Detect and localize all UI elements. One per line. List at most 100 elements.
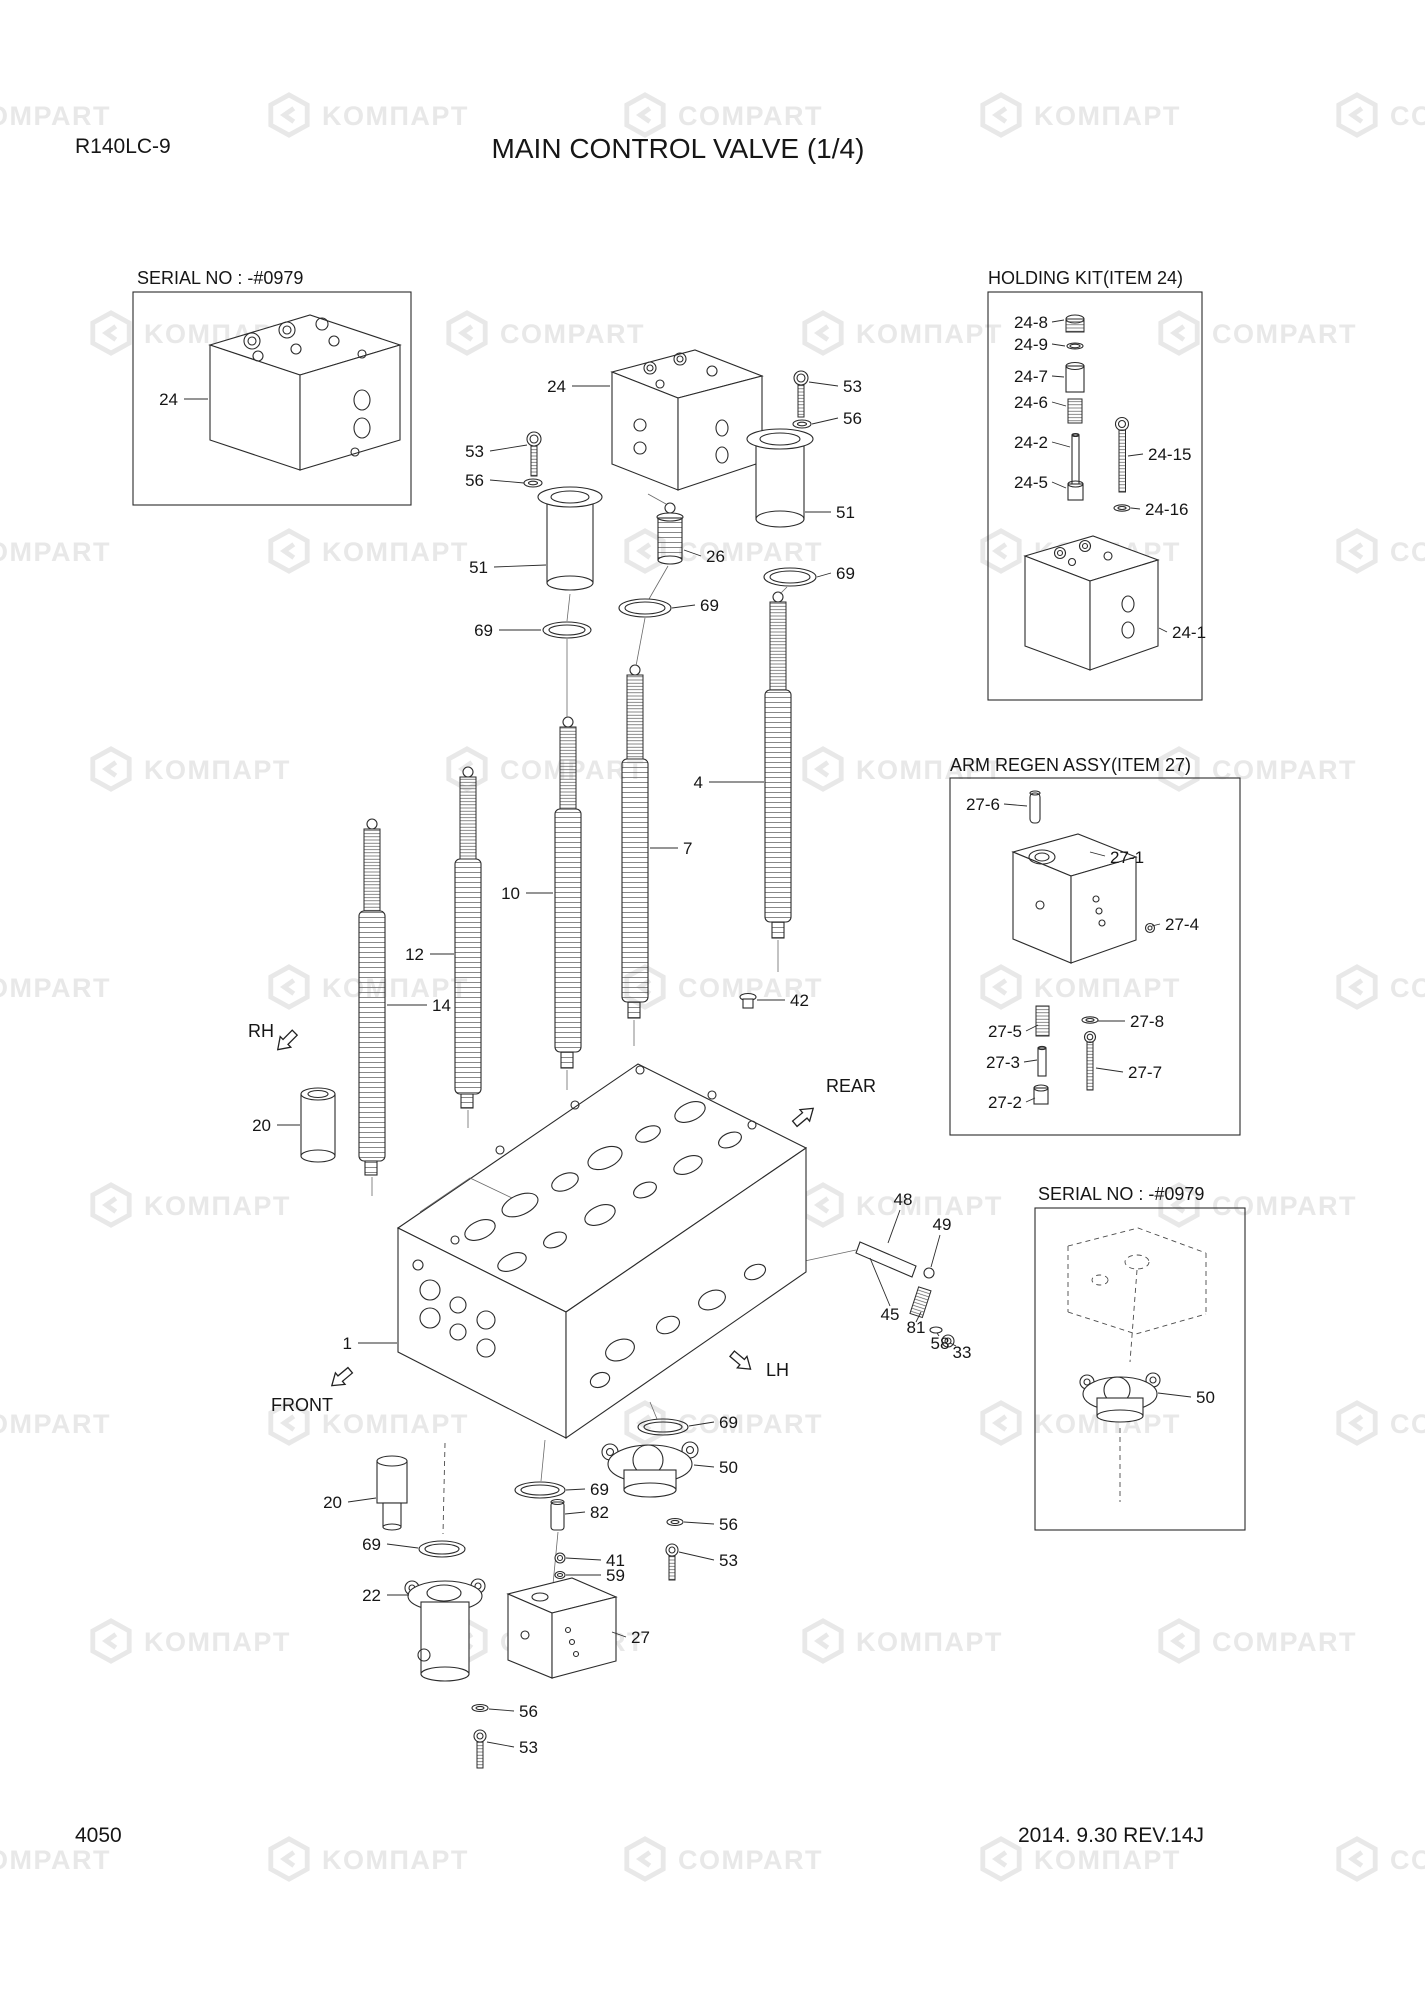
leader-line bbox=[1051, 375, 1065, 378]
o-ring-69-c bbox=[542, 621, 592, 639]
flange-22 bbox=[404, 1578, 486, 1682]
bolt-53-mid bbox=[665, 1543, 679, 1581]
watermark-text: KOMПAPT bbox=[856, 755, 1003, 785]
leader-line bbox=[1051, 343, 1066, 347]
part-label-24: 24 bbox=[547, 377, 566, 396]
rear-direction-arrow-icon bbox=[789, 1101, 819, 1131]
watermark-text: COMPART bbox=[0, 1845, 111, 1875]
part-label-50: 50 bbox=[1196, 1388, 1215, 1407]
watermark-hexagon-logo-icon bbox=[805, 1185, 841, 1225]
watermark-text: COMPART bbox=[500, 319, 645, 349]
leader-line bbox=[808, 381, 839, 387]
watermark-text: COMPART bbox=[678, 537, 823, 567]
part-label-56: 56 bbox=[843, 409, 862, 428]
cap-51-right bbox=[746, 428, 814, 528]
watermark-text: COMPART bbox=[1212, 1627, 1357, 1657]
part-label-27-7: 27-7 bbox=[1128, 1063, 1162, 1082]
model-code: R140LC-9 bbox=[75, 135, 171, 158]
valve-block-24-drawing bbox=[610, 349, 764, 491]
spool-7 bbox=[621, 664, 649, 1019]
inset-title: HOLDING KIT(ITEM 24) bbox=[988, 268, 1183, 288]
rh-direction-arrow-icon bbox=[271, 1026, 301, 1056]
regen-block-27 bbox=[506, 1577, 618, 1679]
watermark-hexagon-logo-icon bbox=[983, 1839, 1019, 1879]
leader-line bbox=[683, 1521, 715, 1525]
part-label-51: 51 bbox=[836, 503, 855, 522]
direction-label-front: FRONT bbox=[271, 1395, 333, 1415]
leader-line bbox=[1023, 1059, 1038, 1063]
watermark-hexagon-logo-icon bbox=[271, 967, 307, 1007]
watermark-hexagon-logo-icon bbox=[983, 95, 1019, 135]
watermark-hexagon-logo-icon bbox=[805, 1621, 841, 1661]
lh-direction-arrow-icon bbox=[726, 1347, 757, 1376]
leader-line bbox=[565, 1488, 586, 1491]
watermark-hexagon-logo-icon bbox=[983, 1403, 1019, 1443]
inset-arm-regen bbox=[949, 777, 1241, 1136]
o-ring-69-d bbox=[637, 1418, 689, 1436]
watermark-text: KOMПAPT bbox=[144, 755, 291, 785]
spool-12 bbox=[454, 766, 482, 1109]
watermark-text: KOMПAPT bbox=[856, 1191, 1003, 1221]
watermark-hexagon-logo-icon bbox=[1339, 1839, 1375, 1879]
watermark-hexagon-logo-icon bbox=[983, 967, 1019, 1007]
leader-line bbox=[1130, 507, 1141, 510]
watermark-text: KOMПAPT bbox=[322, 1845, 469, 1875]
part-label-50: 50 bbox=[719, 1458, 738, 1477]
part-label-51: 51 bbox=[469, 558, 488, 577]
watermark-text: KOMПAPT bbox=[1034, 1845, 1181, 1875]
watermark-hexagon-logo-icon bbox=[93, 1621, 129, 1661]
leader-line bbox=[678, 1551, 715, 1561]
watermark-hexagon-logo-icon bbox=[1161, 313, 1197, 353]
watermark-text: COMPART bbox=[0, 101, 111, 131]
leader-line bbox=[683, 549, 702, 557]
part-label-24-6: 24-6 bbox=[1014, 393, 1048, 412]
part-label-24-7: 24-7 bbox=[1014, 367, 1048, 386]
direction-label-rear: REAR bbox=[826, 1076, 876, 1096]
part-label-69: 69 bbox=[719, 1413, 738, 1432]
leader-line bbox=[936, 1332, 940, 1337]
leader-line bbox=[564, 1511, 586, 1515]
part-label-10: 10 bbox=[501, 884, 520, 903]
watermark-hexagon-logo-icon bbox=[1339, 1403, 1375, 1443]
part-label-24-5: 24-5 bbox=[1014, 473, 1048, 492]
watermark-hexagon-logo-icon bbox=[1339, 531, 1375, 571]
part-label-20: 20 bbox=[252, 1116, 271, 1135]
part-label-69: 69 bbox=[836, 564, 855, 583]
main-assembly-drawing bbox=[271, 349, 955, 1769]
phantom-block-outline bbox=[1067, 1227, 1207, 1502]
plug-42 bbox=[739, 992, 757, 1009]
part-label-24-8: 24-8 bbox=[1014, 313, 1048, 332]
leader-line bbox=[887, 1209, 901, 1244]
revision-date: 2014. 9.30 REV.14J bbox=[1018, 1824, 1204, 1847]
main-valve-body bbox=[396, 1063, 808, 1440]
bolt-53-left bbox=[526, 431, 542, 477]
leader-line bbox=[816, 572, 832, 578]
leader-line bbox=[869, 1257, 891, 1307]
watermark-hexagon-logo-icon bbox=[271, 1839, 307, 1879]
spool-10 bbox=[554, 716, 582, 1069]
part-label-24-9: 24-9 bbox=[1014, 335, 1048, 354]
part-label-53: 53 bbox=[519, 1738, 538, 1757]
leader-line bbox=[1051, 401, 1067, 407]
part-label-27-8: 27-8 bbox=[1130, 1012, 1164, 1031]
leader-line bbox=[1089, 851, 1106, 857]
watermark-hexagon-logo-icon bbox=[1339, 95, 1375, 135]
part-label-27-2: 27-2 bbox=[988, 1093, 1022, 1112]
watermark-hexagon-logo-icon bbox=[93, 313, 129, 353]
part-label-20: 20 bbox=[323, 1493, 342, 1512]
leader-line bbox=[565, 1557, 602, 1561]
watermark-text: COMPART bbox=[1390, 1409, 1425, 1439]
watermark-hexagon-logo-icon bbox=[93, 1185, 129, 1225]
leader-line bbox=[488, 1708, 515, 1712]
page-number: 4050 bbox=[75, 1824, 122, 1847]
watermark-text: KOMПAPT bbox=[1034, 973, 1181, 1003]
plug-20-upper bbox=[300, 1087, 336, 1163]
leader-line bbox=[1158, 627, 1168, 633]
bolt-53-right bbox=[793, 370, 809, 418]
washer-56-mid bbox=[666, 1517, 684, 1527]
part-label-27-6: 27-6 bbox=[966, 795, 1000, 814]
watermark-hexagon-logo-icon bbox=[271, 531, 307, 571]
watermark-text: COMPART bbox=[1390, 537, 1425, 567]
